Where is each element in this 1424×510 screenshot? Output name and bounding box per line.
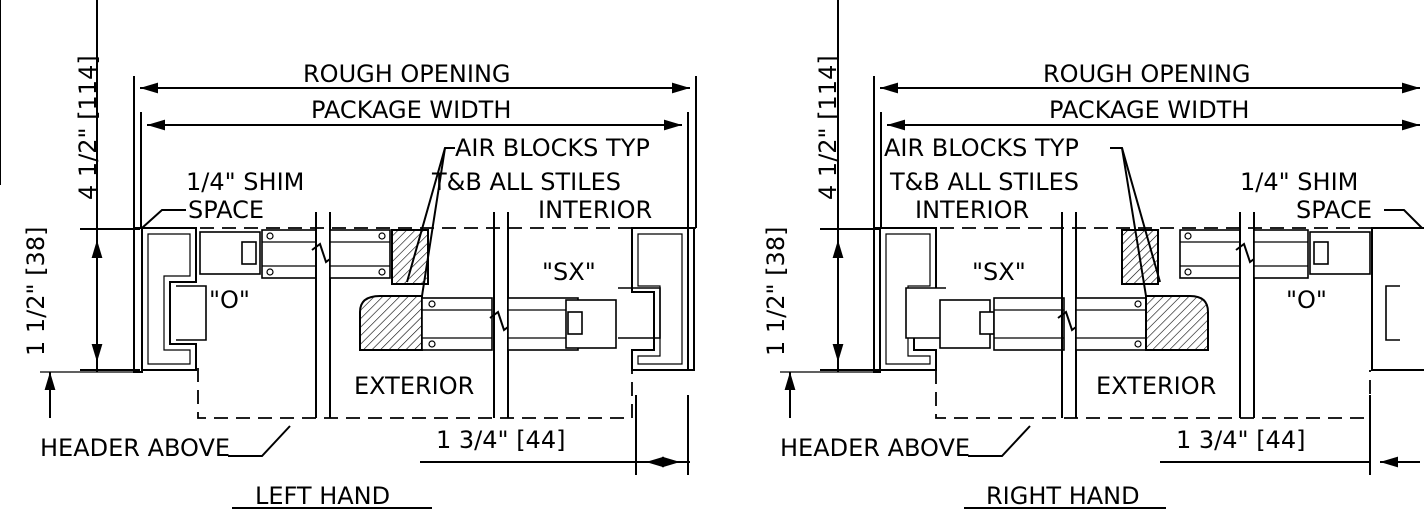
right-dim-vert-2: 1 1/2" [38]: [762, 227, 790, 356]
left-shim-label-2: SPACE: [188, 196, 264, 224]
right-rough-opening-label: ROUGH OPENING: [1043, 60, 1251, 88]
left-dim-vert-2: 1 1/2" [38]: [22, 227, 50, 356]
right-hand-detail: 4 1/2" [114] 1 1/2" [38] ROUGH OPENING P…: [762, 0, 1424, 510]
left-exterior-label: EXTERIOR: [354, 372, 474, 400]
right-air-block-top: [1121, 229, 1159, 285]
right-dim-vert-1: 4 1/2" [114]: [814, 55, 842, 200]
left-dim-depth-label: 1 3/4" [44]: [436, 426, 565, 454]
left-header-above-label: HEADER ABOVE: [40, 434, 230, 462]
left-shim-leader: [141, 209, 186, 229]
right-shim-label-2: SPACE: [1296, 196, 1372, 224]
left-fixed-glazing: [261, 229, 317, 279]
left-header-dashed-outline: [197, 368, 633, 419]
right-jamb-frame: [879, 227, 937, 371]
left-air-block-bottom: [359, 295, 423, 351]
left-hand-title: LEFT HAND: [255, 482, 390, 510]
right-header-dashed-outline: [935, 370, 1371, 419]
right-jamb-frame-right: [1371, 227, 1424, 371]
right-o-label: "O": [1286, 286, 1327, 314]
left-dim-vert-1: 4 1/2" [114]: [74, 55, 102, 200]
right-air-block-bottom: [1145, 295, 1209, 351]
left-air-blocks-label-1: AIR BLOCKS TYP: [455, 134, 650, 162]
left-sliding-glazing: [421, 297, 493, 351]
left-header-leader: [228, 425, 291, 457]
right-hand-title: RIGHT HAND: [986, 482, 1140, 510]
right-exterior-label: EXTERIOR: [1096, 372, 1216, 400]
left-sx-label: "SX": [542, 258, 596, 286]
left-jamb-shim: [133, 227, 143, 373]
right-header-leader: [968, 425, 1031, 457]
left-hand-detail: 4 1/2" [114] 1 1/2" [38] ROUGH OPENING P…: [0, 0, 697, 510]
right-sx-label: "SX": [972, 258, 1026, 286]
left-rough-opening-label: ROUGH OPENING: [303, 60, 511, 88]
left-package-width-label: PACKAGE WIDTH: [311, 96, 511, 124]
right-package-width-label: PACKAGE WIDTH: [1049, 96, 1249, 124]
right-interior-label: INTERIOR: [915, 196, 1029, 224]
left-jamb-frame: [141, 227, 197, 371]
left-o-label: "O": [209, 286, 250, 314]
right-air-blocks-label-2: T&B ALL STILES: [889, 168, 1079, 196]
left-air-block-top: [391, 229, 429, 285]
left-air-blocks-label-2: T&B ALL STILES: [431, 168, 621, 196]
left-interior-label: INTERIOR: [538, 196, 652, 224]
right-header-above-label: HEADER ABOVE: [780, 434, 970, 462]
left-shim-label-1: 1/4" SHIM: [186, 168, 304, 196]
right-air-blocks-label-1: AIR BLOCKS TYP: [884, 134, 1079, 162]
right-shim-leader: [1384, 209, 1423, 229]
right-shim-label-1: 1/4" SHIM: [1240, 168, 1358, 196]
right-dim-depth-label: 1 3/4" [44]: [1176, 426, 1305, 454]
